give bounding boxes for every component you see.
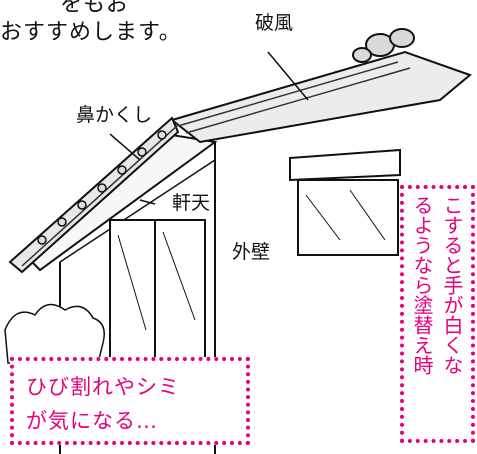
roof-right-plane — [169, 50, 472, 144]
label-gaiheki: 外壁 — [232, 241, 271, 263]
roof-tile-bumps — [37, 130, 167, 245]
label-hanakakushi: 鼻かくし — [76, 104, 153, 126]
window-left — [109, 219, 206, 361]
side-structure — [289, 148, 401, 256]
callout-right: こすると手が白くな るようなら塗替え時 — [400, 185, 475, 443]
label-noki-ten: 軒天 — [172, 192, 211, 214]
callout-left: ひび割れやシミ が気になる… — [10, 357, 250, 445]
callout-right-line-1: こすると手が白くな — [440, 195, 464, 375]
roof-tile-lines — [21, 61, 411, 267]
callout-left-line-2: が気になる… — [26, 409, 158, 433]
callout-right-line-2: るようなら塗替え時 — [410, 195, 434, 375]
label-hafu: 破風 — [255, 12, 294, 34]
label-leaders — [109, 51, 309, 205]
intro-line-2: おすすめします。 — [0, 20, 182, 45]
ridge-tiles — [352, 28, 415, 63]
shrub — [4, 303, 105, 364]
wall-top-left — [59, 159, 216, 263]
intro-line-1: をもお — [60, 0, 130, 17]
callout-left-line-1: ひび割れやシミ — [26, 375, 180, 399]
